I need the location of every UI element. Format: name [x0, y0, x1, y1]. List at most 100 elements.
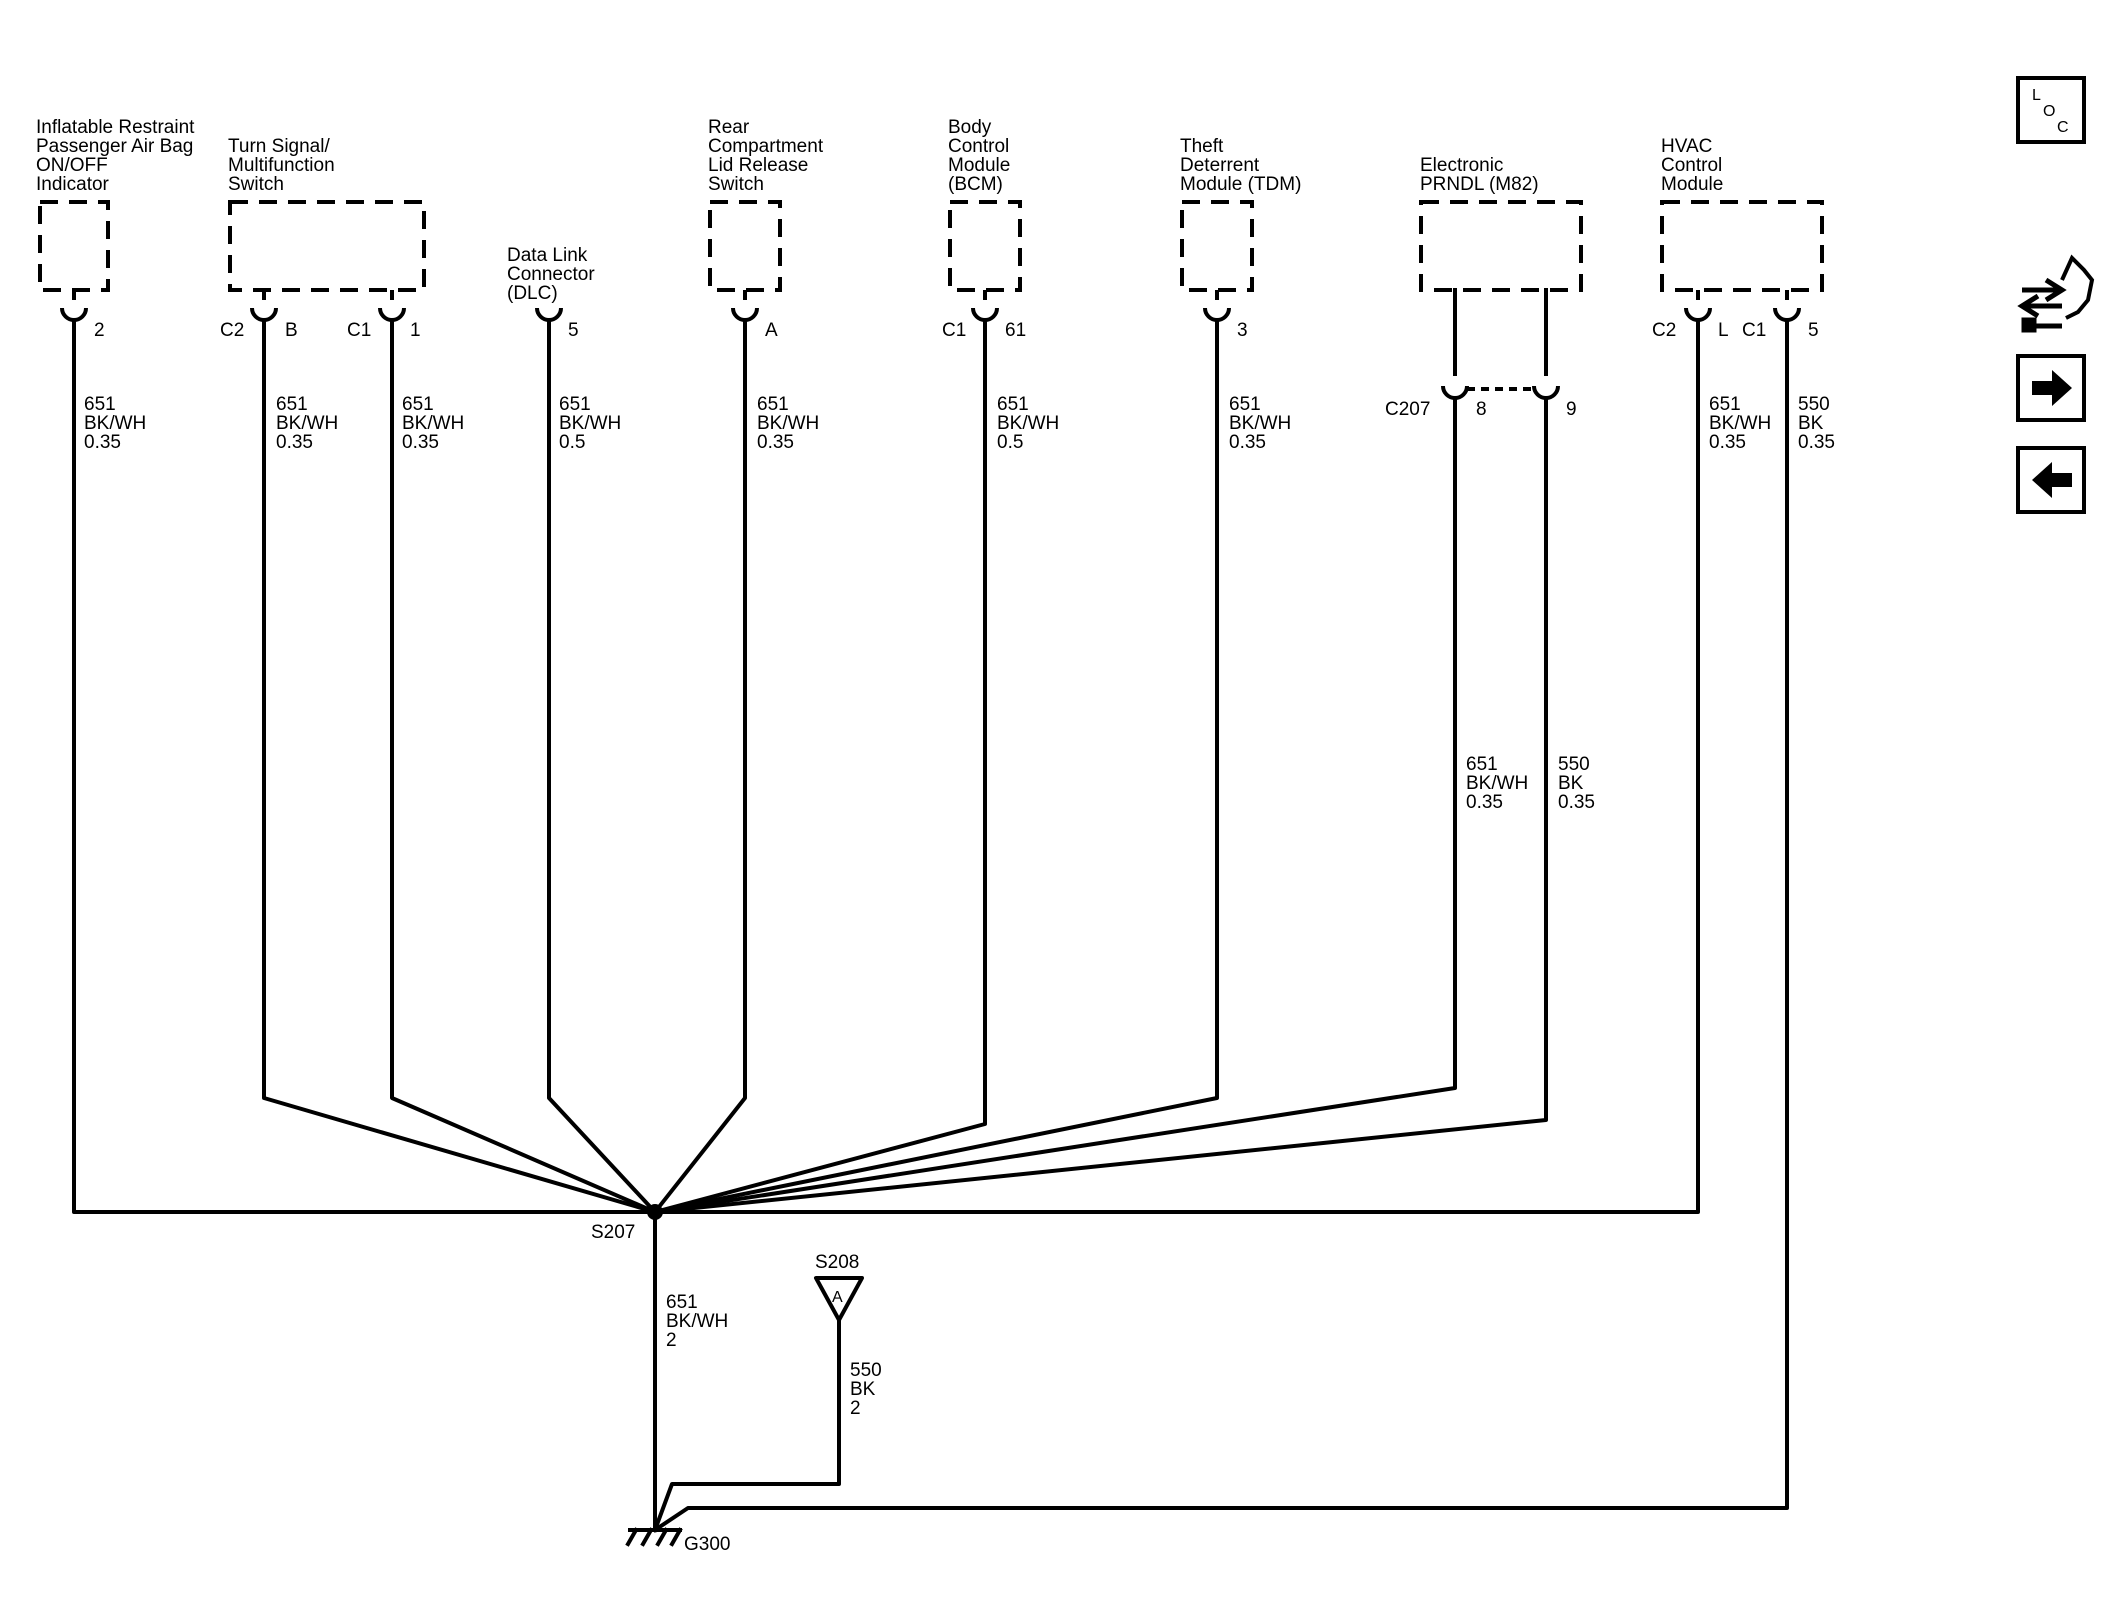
arrow-right-button[interactable]	[2016, 354, 2086, 422]
connector-tool-icon[interactable]	[2017, 254, 2095, 333]
svg-text:2: 2	[850, 1398, 861, 1419]
box-hvac	[1660, 200, 1824, 292]
svg-text:BK: BK	[850, 1379, 876, 1400]
svg-text:0.35: 0.35	[1558, 792, 1595, 813]
arrow-right-icon	[2032, 370, 2072, 406]
svg-text:HVAC: HVAC	[1661, 136, 1712, 157]
box-tdm	[1180, 200, 1254, 292]
wire-label-turn-b: 651 BK/WH 0.35	[276, 394, 338, 453]
svg-text:Data Link: Data Link	[507, 245, 588, 266]
label-tdm: Theft Deterrent Module (TDM)	[1180, 136, 1301, 195]
svg-text:0.5: 0.5	[997, 432, 1023, 453]
svg-text:61: 61	[1005, 320, 1026, 341]
box-air-bag-indicator	[38, 200, 110, 292]
box-rear-compartment-switch	[708, 200, 782, 292]
svg-text:Indicator: Indicator	[36, 174, 110, 195]
svg-text:651: 651	[997, 394, 1029, 415]
svg-text:Deterrent: Deterrent	[1180, 155, 1260, 176]
svg-text:PRNDL (M82): PRNDL (M82)	[1420, 174, 1539, 195]
svg-text:Control: Control	[1661, 155, 1722, 176]
svg-text:Lid Release: Lid Release	[708, 155, 808, 176]
svg-text:651: 651	[1709, 394, 1741, 415]
svg-text:Passenger Air Bag: Passenger Air Bag	[36, 136, 193, 157]
svg-text:BK/WH: BK/WH	[666, 1311, 728, 1332]
wire-label-airbag: 651 BK/WH 0.35	[84, 394, 146, 453]
svg-text:A: A	[765, 320, 778, 341]
svg-text:Rear: Rear	[708, 117, 750, 138]
svg-text:2: 2	[666, 1330, 677, 1351]
svg-text:O: O	[2043, 103, 2055, 120]
label-dlc: Data Link Connector (DLC)	[507, 245, 595, 304]
label-hvac: HVAC Control Module	[1661, 136, 1723, 195]
svg-text:(BCM): (BCM)	[948, 174, 1003, 195]
svg-text:G300: G300	[684, 1534, 730, 1555]
wire-label-prndl-9: 550 BK 0.35	[1558, 754, 1595, 813]
svg-text:Compartment: Compartment	[708, 136, 824, 157]
box-prndl	[1419, 200, 1583, 292]
svg-text:Module (TDM): Module (TDM)	[1180, 174, 1301, 195]
box-turn-signal-switch	[228, 200, 426, 292]
svg-text:L: L	[2032, 87, 2041, 104]
svg-text:BK/WH: BK/WH	[276, 413, 338, 434]
wire-label-s208: 550 BK 2	[850, 1360, 882, 1419]
svg-text:3: 3	[1237, 320, 1248, 341]
splice-s207	[647, 1204, 663, 1220]
svg-text:0.35: 0.35	[276, 432, 313, 453]
svg-text:L: L	[1718, 320, 1729, 341]
wire-label-main: 651 BK/WH 2	[666, 1292, 728, 1351]
svg-text:Multifunction: Multifunction	[228, 155, 335, 176]
svg-text:651: 651	[1229, 394, 1261, 415]
svg-text:C207: C207	[1385, 399, 1430, 420]
wire-label-rear: 651 BK/WH 0.35	[757, 394, 819, 453]
ground-g300: G300	[625, 1527, 730, 1555]
svg-text:9: 9	[1566, 399, 1577, 420]
svg-text:S208: S208	[815, 1252, 859, 1273]
wire-label-hvac-5: 550 BK 0.35	[1798, 394, 1835, 453]
svg-text:A: A	[832, 1289, 843, 1306]
svg-text:651: 651	[402, 394, 434, 415]
svg-text:BK: BK	[1798, 413, 1824, 434]
svg-text:0.35: 0.35	[757, 432, 794, 453]
svg-text:BK: BK	[1558, 773, 1584, 794]
svg-text:Connector: Connector	[507, 264, 595, 285]
svg-text:0.35: 0.35	[1709, 432, 1746, 453]
box-bcm	[948, 200, 1022, 292]
wire-label-turn-1: 651 BK/WH 0.35	[402, 394, 464, 453]
svg-text:651: 651	[1466, 754, 1498, 775]
svg-text:0.35: 0.35	[1466, 792, 1503, 813]
svg-text:0.5: 0.5	[559, 432, 585, 453]
splice-s207-label: S207	[591, 1222, 635, 1243]
connector-symbols	[60, 290, 1801, 400]
svg-text:550: 550	[1798, 394, 1830, 415]
svg-text:5: 5	[568, 320, 579, 341]
wire-label-hvac-l: 651 BK/WH 0.35	[1709, 394, 1771, 453]
svg-text:Inflatable Restraint: Inflatable Restraint	[36, 117, 195, 138]
svg-text:Module: Module	[948, 155, 1010, 176]
svg-text:Control: Control	[948, 136, 1009, 157]
svg-text:C1: C1	[347, 320, 371, 341]
svg-text:Switch: Switch	[708, 174, 764, 195]
svg-text:C: C	[2057, 119, 2069, 136]
label-turn-signal-switch: Turn Signal/ Multifunction Switch	[228, 136, 335, 195]
svg-text:B: B	[285, 320, 298, 341]
svg-text:C1: C1	[1742, 320, 1766, 341]
svg-text:C2: C2	[220, 320, 244, 341]
label-prndl: Electronic PRNDL (M82)	[1420, 155, 1539, 195]
svg-text:BK/WH: BK/WH	[1466, 773, 1528, 794]
svg-text:0.35: 0.35	[1229, 432, 1266, 453]
svg-text:651: 651	[84, 394, 116, 415]
svg-text:C1: C1	[942, 320, 966, 341]
arrow-left-icon	[2032, 462, 2072, 498]
loc-button[interactable]: L O C	[2016, 76, 2086, 144]
svg-text:BK/WH: BK/WH	[84, 413, 146, 434]
wire-label-bcm: 651 BK/WH 0.5	[997, 394, 1059, 453]
svg-text:Electronic: Electronic	[1420, 155, 1503, 176]
svg-text:1: 1	[410, 320, 421, 341]
wire-label-dlc: 651 BK/WH 0.5	[559, 394, 621, 453]
arrow-left-button[interactable]	[2016, 446, 2086, 514]
svg-text:550: 550	[1558, 754, 1590, 775]
svg-text:Module: Module	[1661, 174, 1723, 195]
pin-labels: 2 C2 B C1 1 5 A C1 61 3 C207 8 9 C2 L C1…	[94, 320, 1819, 420]
svg-text:651: 651	[757, 394, 789, 415]
